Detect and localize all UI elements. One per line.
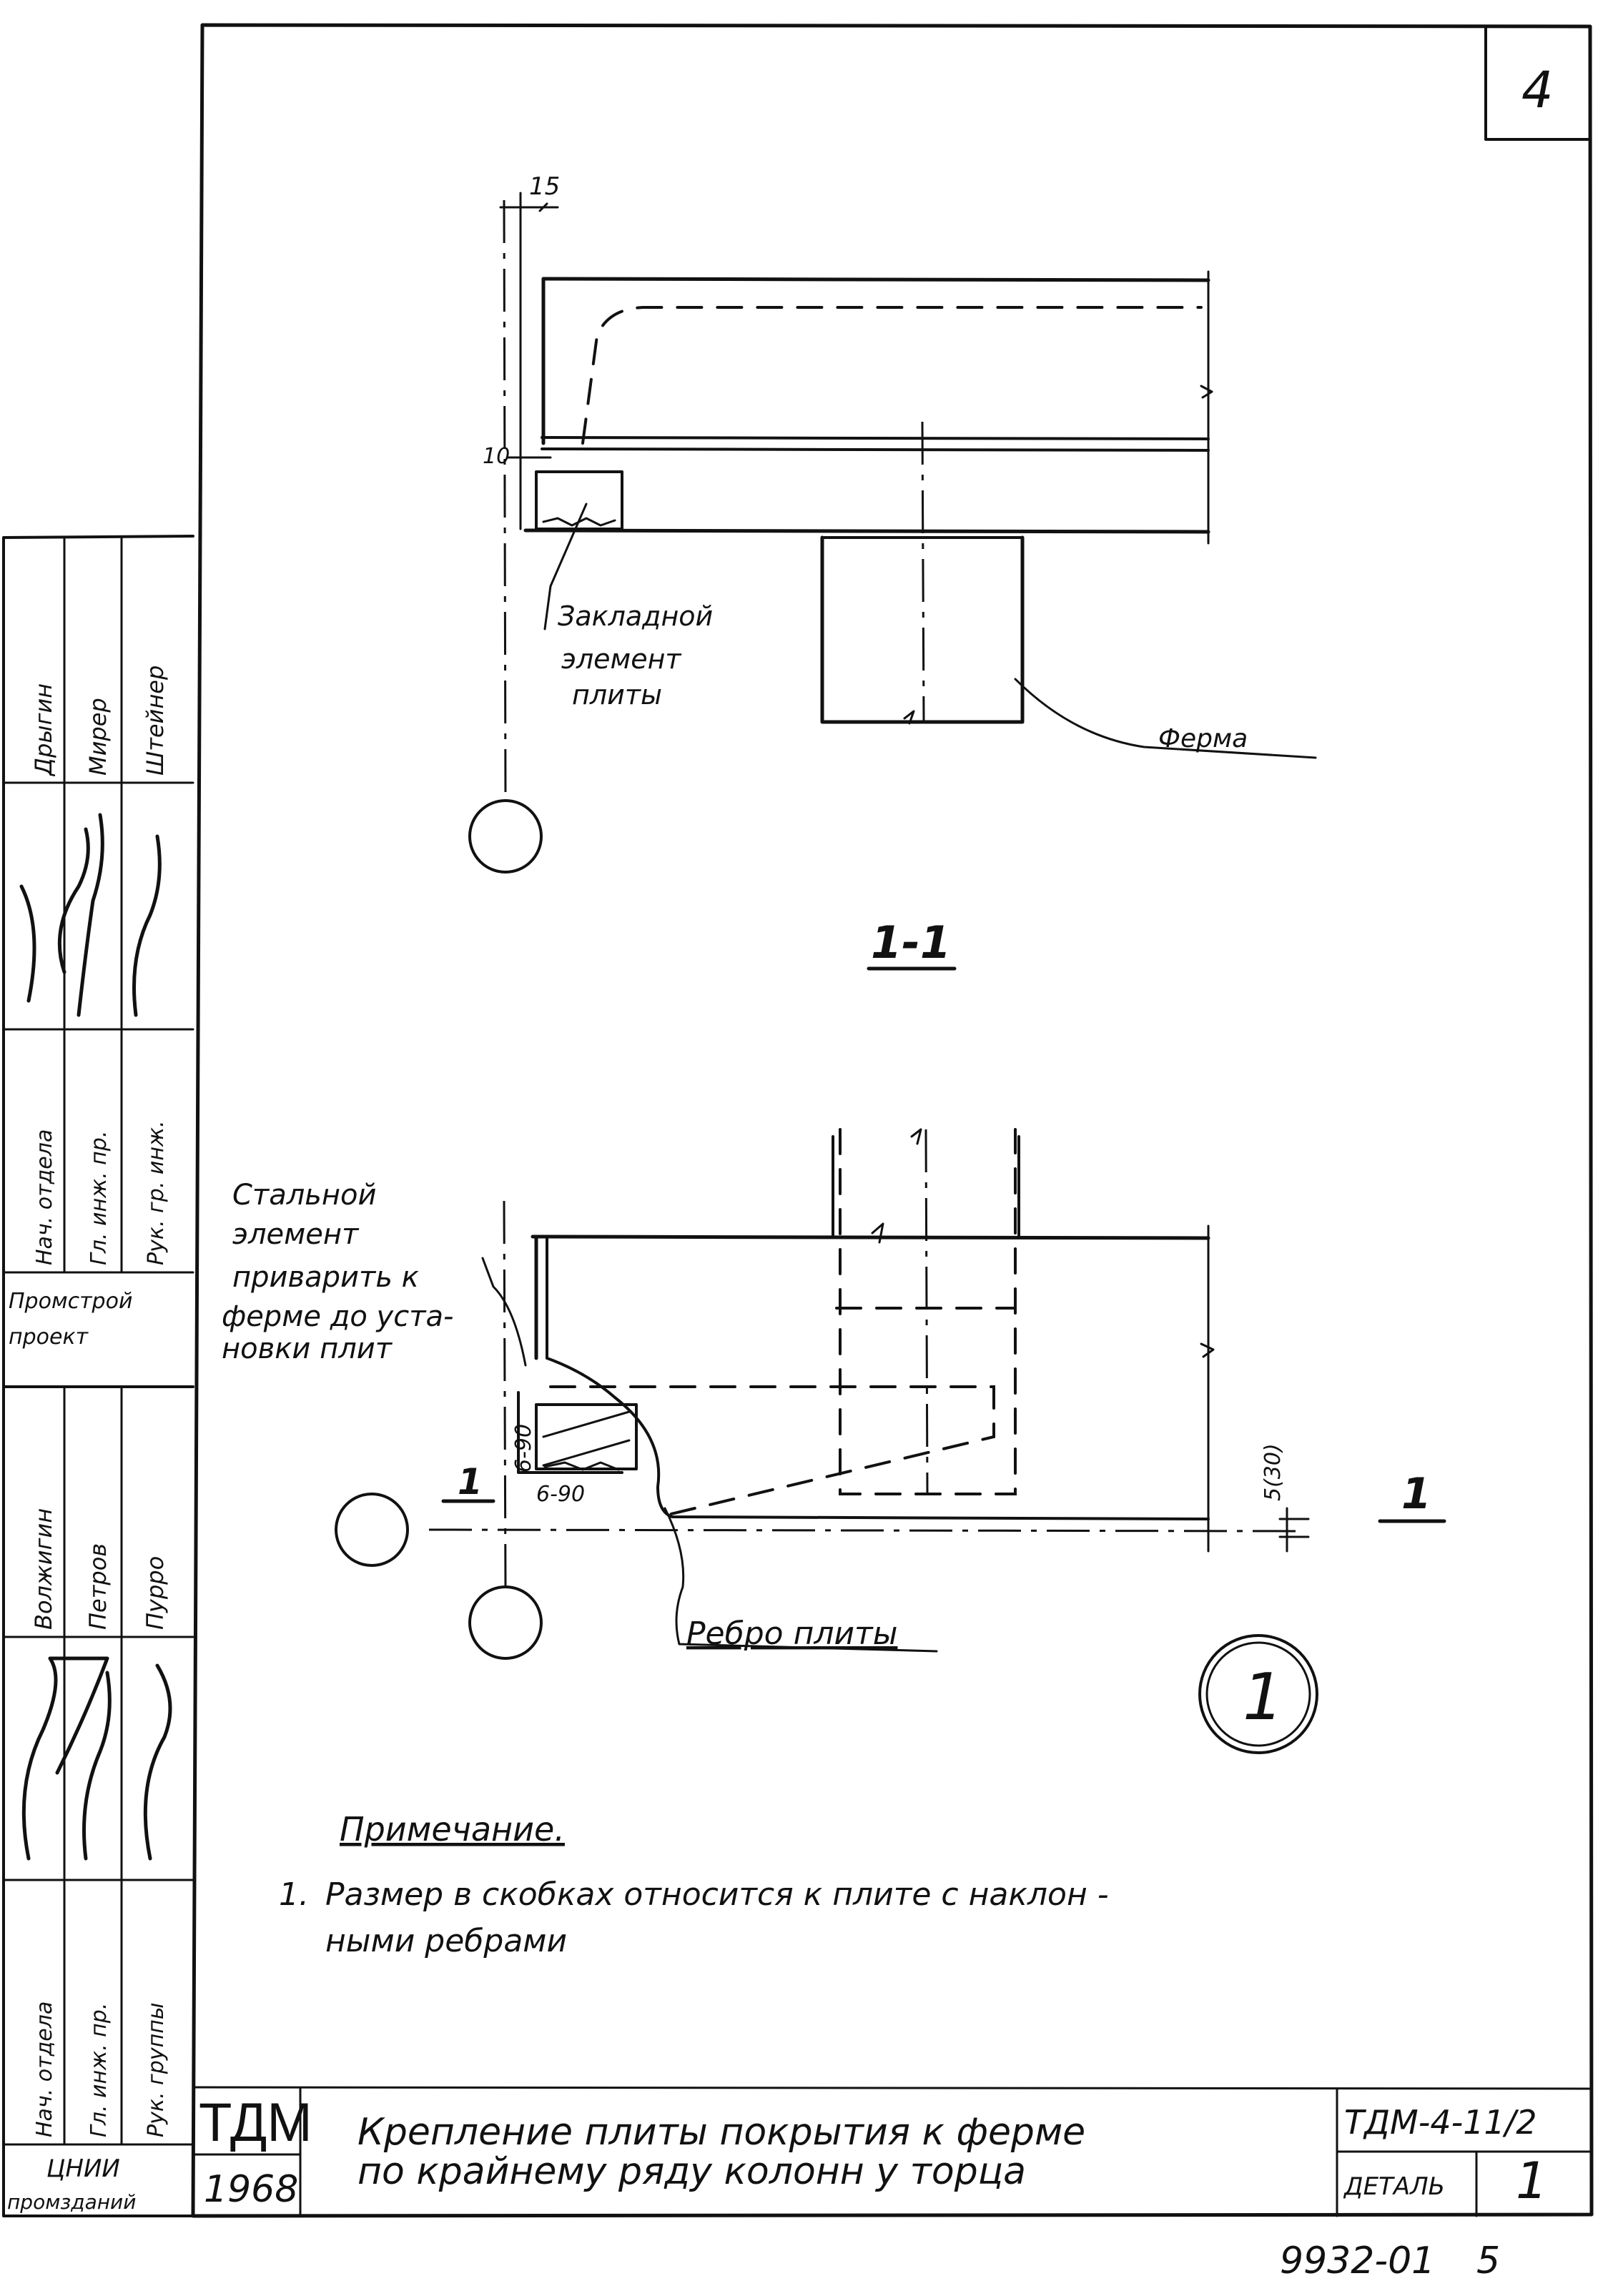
- upper-role-3: Рук. гр. инж.: [144, 1120, 169, 1265]
- note-1-number: 1.: [279, 1876, 309, 1913]
- section-1-1-drawing: [468, 192, 1317, 971]
- note-1-line-2: ными ребрами: [325, 1923, 567, 1959]
- sheet-number: 4: [1521, 61, 1554, 119]
- embedded-element-label-2: элемент: [561, 643, 682, 675]
- upper-name-3: Штейнер: [142, 665, 169, 776]
- cut-mark-left: 1: [458, 1461, 483, 1503]
- upper-role-1: Нач. отдела: [32, 1129, 57, 1265]
- upper-stamp-text: Нач. отдела Гл. инж. пр. Рук. гр. инж. Д…: [9, 665, 169, 1350]
- approval-stamp-upper: [2, 536, 194, 1388]
- upper-org-line-1: Промстрой: [9, 1289, 132, 1314]
- lower-org-line-1: ЦНИИ: [46, 2154, 120, 2183]
- detail-circle-outer: [1198, 1634, 1318, 1754]
- steel-element-label-2: элемент: [232, 1218, 360, 1251]
- archive-number: 9932-01: [1280, 2240, 1435, 2282]
- steel-element-label-3: приварить к: [232, 1261, 419, 1294]
- weld-label-bottom: 6-90: [536, 1482, 585, 1507]
- lower-stamp-text: Волжигин Петров Пурро Нач. отдела Гл. ин…: [7, 1508, 169, 2214]
- page-number: 5: [1476, 2240, 1500, 2282]
- steel-element-label-1: Стальной: [232, 1179, 377, 1212]
- steel-element-label-4: ферме до уста-: [222, 1300, 453, 1333]
- embedded-element-label-3: плиты: [572, 679, 662, 711]
- drawing-title-line-2: по крайнему ряду колонн у торца: [357, 2150, 1026, 2193]
- notes-heading: Примечание.: [340, 1810, 565, 1849]
- axis-marker-top: [468, 799, 543, 874]
- org-logo: ТДМ: [199, 2092, 312, 2153]
- section-mark-1-1: 1-1: [871, 916, 951, 969]
- dim-10-label: 10: [483, 444, 510, 469]
- plan-detail-drawing: [335, 1128, 1446, 1754]
- detail-value: 1: [1516, 2152, 1548, 2210]
- upper-name-2: Мирер: [84, 698, 112, 776]
- lower-role-1: Нач. отдела: [32, 2001, 57, 2137]
- rib-label: Ребро плиты: [686, 1615, 897, 1652]
- detail-circle-inner: [1205, 1641, 1311, 1747]
- steel-element-label-5: новки плит: [222, 1332, 393, 1365]
- lower-name-2: Петров: [84, 1543, 112, 1630]
- lower-role-3: Рук. группы: [144, 2002, 169, 2137]
- upper-name-1: Дрыгин: [30, 683, 57, 777]
- axis-marker-bottom: [468, 1585, 543, 1660]
- upper-org-line-2: проект: [9, 1325, 89, 1350]
- weld-label-left: 6-90: [511, 1424, 536, 1473]
- upper-role-2: Гл. инж. пр.: [87, 1131, 112, 1265]
- lower-role-2: Гл. инж. пр.: [87, 2003, 112, 2137]
- approval-stamp-lower: [2, 1385, 194, 2146]
- sheet-frame: [2, 23, 1594, 2218]
- lower-org-line-2: промзданий: [7, 2190, 136, 2214]
- detail-number: 1: [1243, 1660, 1283, 1735]
- dim-15-label: 15: [529, 172, 560, 201]
- lower-name-1: Волжигин: [30, 1508, 57, 1630]
- dim-bracket-label: 5(30): [1261, 1443, 1286, 1501]
- note-1-line-1: Размер в скобках относится к плите с нак…: [325, 1876, 1109, 1913]
- detail-label: ДЕТАЛЬ: [1343, 2172, 1445, 2201]
- axis-marker-left: [335, 1493, 409, 1567]
- drawing-code: ТДМ-4-11/2: [1344, 2103, 1537, 2142]
- truss-label: Ферма: [1158, 724, 1248, 753]
- year: 1968: [204, 2168, 298, 2211]
- cut-mark-right: 1: [1401, 1469, 1431, 1519]
- lower-name-3: Пурро: [142, 1556, 169, 1630]
- embedded-element-label-1: Закладной: [558, 600, 713, 632]
- drawing-title-line-1: Крепление плиты покрытия к ферме: [357, 2111, 1085, 2154]
